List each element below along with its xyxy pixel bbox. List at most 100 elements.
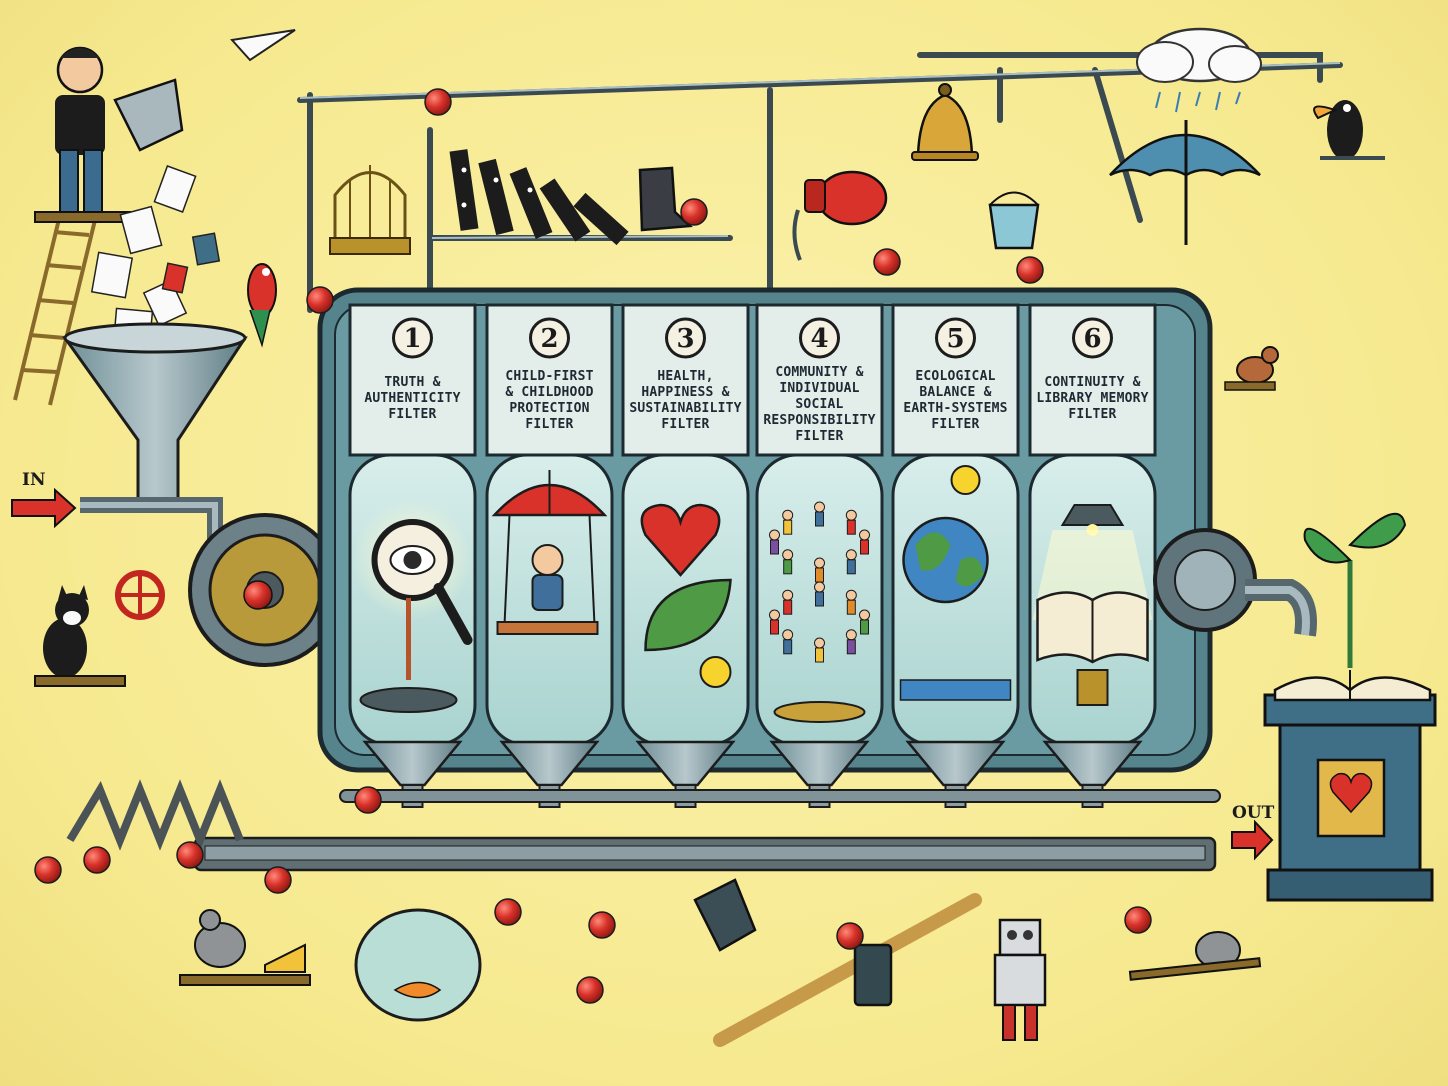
input-label: IN <box>22 470 46 490</box>
filter-label-line: EARTH-SYSTEMS <box>903 401 1007 416</box>
ladder <box>13 211 131 406</box>
bell-icon <box>911 83 979 161</box>
filter-label-line: FILTER <box>661 417 709 432</box>
filter-label-line: CONTINUITY & <box>1044 375 1140 390</box>
filter-label-line: FILTER <box>525 417 573 432</box>
open-book-icon <box>1273 670 1432 702</box>
mouse-icon <box>179 909 311 986</box>
filter-label-line: FILTER <box>931 417 979 432</box>
rain-cloud-icon <box>1136 27 1262 113</box>
songbird-icon <box>1224 346 1279 391</box>
heart-leaf-smiley-icon <box>640 503 732 688</box>
seesaw-plank <box>713 893 982 1047</box>
input-funnel <box>62 322 248 502</box>
filter-label-line: AUTHENTICITY <box>364 391 460 406</box>
paper-bucket-icon <box>113 78 184 152</box>
red-marble <box>34 856 62 884</box>
red-marble <box>354 786 382 814</box>
filter-label-line: FILTER <box>388 407 436 422</box>
filter-label-line: ECOLOGICAL <box>915 369 995 384</box>
filter-number-badge <box>799 317 840 359</box>
paper-plane-icon <box>230 29 296 62</box>
magnifying-glass-eye-icon <box>352 500 473 713</box>
filter-label-line: COMMUNITY & <box>775 365 863 380</box>
filter-number: 4 <box>810 324 828 354</box>
filter-number: 3 <box>676 324 694 354</box>
right-mouse-icon <box>1128 931 1262 981</box>
filter-number-badge <box>529 317 570 359</box>
output-arrow: OUT <box>1231 803 1275 861</box>
filter-label-line: SUSTAINABILITY <box>629 401 741 416</box>
red-marble <box>306 286 334 314</box>
falling-papers <box>90 165 221 347</box>
umbrella-icon <box>1109 120 1261 245</box>
cheese-icon <box>264 943 306 973</box>
filter-label-line: HEALTH, <box>657 369 713 384</box>
filter-label-line: PROTECTION <box>509 401 589 416</box>
boxing-glove-icon <box>792 170 888 261</box>
filter-number: 5 <box>946 324 964 354</box>
boot-icon <box>638 166 693 232</box>
filter-label-line: HAPPINESS & <box>641 385 729 400</box>
heart-icon <box>1329 772 1373 814</box>
marble-balls <box>34 88 1152 1004</box>
red-marble <box>588 911 616 939</box>
red-marble <box>264 866 292 894</box>
kettlebell-icon <box>693 878 757 952</box>
toucan-icon <box>1313 100 1385 160</box>
filter-number: 2 <box>540 324 558 354</box>
red-marble <box>680 198 708 226</box>
output-pipe <box>1153 528 1317 637</box>
filter-number-badge <box>665 317 706 359</box>
red-marble <box>83 846 111 874</box>
filter-label-line: LIBRARY MEMORY <box>1036 391 1148 406</box>
filter-number: 6 <box>1083 324 1101 354</box>
base-rail <box>193 836 1217 872</box>
filter-number-badge <box>1072 317 1113 359</box>
earth-globe-sun-icon <box>899 465 1012 701</box>
filter-label-line: TRUTH & <box>384 375 440 390</box>
red-marble <box>1016 256 1044 284</box>
filter-label-line: BALANCE & <box>919 385 991 400</box>
cat-icon <box>34 585 126 687</box>
dominoes <box>449 149 629 246</box>
filter-label-line: & CHILDHOOD <box>505 385 593 400</box>
filter-number-badge <box>392 317 433 359</box>
red-marble <box>836 922 864 950</box>
red-marble <box>576 976 604 1004</box>
pedestal <box>1263 693 1437 902</box>
filter-label-line: RESPONSIBILITY <box>763 413 875 428</box>
fishbowl-icon <box>354 908 482 1022</box>
robot-icon <box>993 918 1047 1041</box>
child-swing-umbrella-icon <box>491 470 608 635</box>
filter-label-line: INDIVIDUAL <box>779 381 859 396</box>
red-marble <box>1124 906 1152 934</box>
red-marble <box>873 248 901 276</box>
bucket-icon <box>988 191 1040 250</box>
red-marble <box>494 898 522 926</box>
birdcage-icon <box>329 165 411 255</box>
sprout-icon <box>1303 512 1407 668</box>
filter-number: 1 <box>403 324 421 354</box>
output-label: OUT <box>1232 803 1275 823</box>
filter-label-line: FILTER <box>795 429 843 444</box>
people-circle-icon <box>769 501 870 723</box>
filter-label-line: SOCIAL <box>795 397 843 412</box>
valve-wheel-icon[interactable] <box>115 570 165 620</box>
input-arrow: IN <box>11 470 77 529</box>
red-marble <box>424 88 452 116</box>
man-figure <box>55 46 105 213</box>
parrot-icon <box>247 263 277 348</box>
filter-label-line: FILTER <box>1068 407 1116 422</box>
bottom-manifold <box>339 789 1221 803</box>
filter-label-line: CHILD-FIRST <box>505 369 593 384</box>
open-book-lamp-icon <box>1032 504 1153 706</box>
